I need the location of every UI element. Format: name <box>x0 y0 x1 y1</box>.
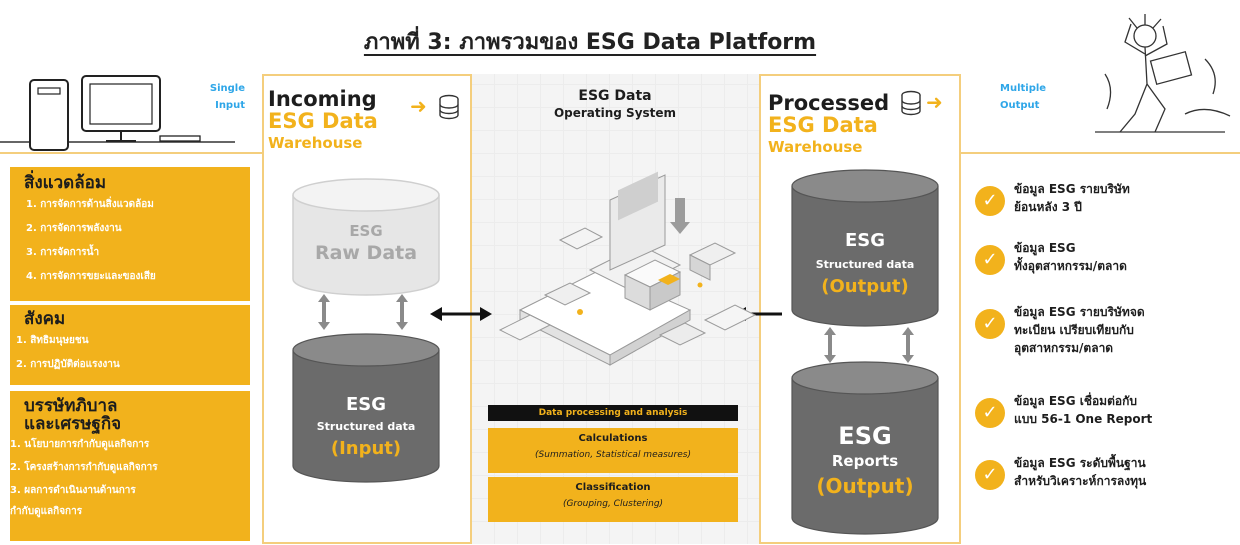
environment-item-3: 3. การจัดการน้ำ <box>26 247 100 258</box>
social-heading: สังคม <box>24 309 66 329</box>
calculations-block: Calculations (Summation, Statistical mea… <box>488 428 738 473</box>
output-item-3-line-3: อุตสาหกรรม/ตลาด <box>1014 341 1114 355</box>
reports-output: (Output) <box>816 474 914 498</box>
environment-heading: สิ่งแวดล้อม <box>24 173 107 193</box>
reports-esg: ESG <box>838 422 892 450</box>
governance-item-4: กำกับดูแลกิจการ <box>10 506 83 517</box>
arrow-right-icon: ➜ <box>410 94 427 118</box>
output-item-5-line-1: ข้อมูล ESG ระดับพื้นฐาน <box>1014 456 1146 470</box>
page-title: ภาพที่ 3: ภาพรวมของ ESG Data Platform <box>363 30 817 55</box>
calculations-subtitle: (Summation, Statistical measures) <box>535 450 691 460</box>
incoming-warehouse-label: Warehouse <box>268 134 363 152</box>
governance-item-3: 3. ผลการดำเนินงานด้านการ <box>10 485 136 496</box>
governance-item-2: 2. โครงสร้างการกำกับดูแลกิจการ <box>10 462 158 473</box>
governance-heading-2: และเศรษฐกิจ <box>24 414 122 434</box>
single-label: Single <box>209 83 245 94</box>
bidirectional-arrows-icon <box>318 294 408 330</box>
raw-data-cylinder: ESG Raw Data <box>291 178 441 296</box>
checkmark-icon: ✓ <box>975 460 1005 490</box>
output-item-2: ✓ ข้อมูล ESG ทั้งอุตสาหกรรม/ตลาด <box>975 237 1235 285</box>
input-cylinder-esg: ESG <box>345 394 387 415</box>
output-structured-output: (Output) <box>821 276 909 297</box>
classification-block: Classification (Grouping, Clustering) <box>488 477 738 522</box>
output-item-5-line-2: สำหรับวิเคราะห์การลงทุน <box>1014 474 1147 488</box>
processing-header: Data processing and analysis <box>488 405 738 421</box>
output-item-2-line-2: ทั้งอุตสาหกรรม/ตลาด <box>1014 259 1127 273</box>
reports-label: Reports <box>831 452 899 470</box>
governance-heading-1: บรรษัทภิบาล <box>24 396 118 416</box>
environment-category: สิ่งแวดล้อม 1. การจัดการด้านสิ่งแวดล้อม … <box>10 167 250 301</box>
output-item-4: ✓ ข้อมูล ESG เชื่อมต่อกับ แบบ 56-1 One R… <box>975 390 1235 438</box>
os-title-line2: Operating System <box>553 106 677 120</box>
raw-data-label-2: Raw Data <box>314 242 418 264</box>
output-structured-esg: ESG <box>844 230 886 251</box>
multiple-label: Multiple <box>1000 83 1047 94</box>
output-item-1: ✓ ข้อมูล ESG รายบริษัท ย้อนหลัง 3 ปี <box>975 178 1235 226</box>
processed-esg-data: ESG Data <box>768 113 878 137</box>
checkmark-icon: ✓ <box>975 245 1005 275</box>
input-cylinder-structured: Structured data <box>316 420 416 433</box>
arrow-right-icon: ➜ <box>926 90 943 114</box>
output-item-3-line-2: ทะเบียน เปรียบเทียบกับ <box>1014 323 1134 337</box>
raw-data-label-1: ESG <box>349 222 383 240</box>
classification-subtitle: (Grouping, Clustering) <box>562 499 664 509</box>
checkmark-icon: ✓ <box>975 398 1005 428</box>
computer-icon <box>0 75 235 151</box>
reports-cylinder: ESG Reports (Output) <box>790 360 940 536</box>
output-item-3-line-1: ข้อมูล ESG รายบริษัทจด <box>1014 305 1145 319</box>
environment-item-1: 1. การจัดการด้านสิ่งแวดล้อม <box>26 199 154 210</box>
output-item-2-line-1: ข้อมูล ESG <box>1014 241 1076 255</box>
calculations-title: Calculations <box>578 433 648 444</box>
database-icon <box>439 94 459 120</box>
input-cylinder-input: (Input) <box>330 438 402 459</box>
checkmark-icon: ✓ <box>975 309 1005 339</box>
output-item-4-line-2: แบบ 56-1 One Report <box>1014 412 1153 426</box>
classification-title: Classification <box>575 482 651 493</box>
checkmark-icon: ✓ <box>975 186 1005 216</box>
output-item-1-line-2: ย้อนหลัง 3 ปี <box>1014 200 1082 214</box>
output-item-1-line-1: ข้อมูล ESG รายบริษัท <box>1014 182 1130 196</box>
governance-category: บรรษัทภิบาล และเศรษฐกิจ 1. นโยบายการกำกั… <box>10 391 250 541</box>
input-structured-data-cylinder: ESG Structured data (Input) <box>291 332 441 484</box>
governance-item-1: 1. นโยบายการกำกับดูแลกิจการ <box>10 439 150 450</box>
output-label: Output <box>1000 100 1040 111</box>
os-title-line1: ESG Data <box>578 88 652 104</box>
input-label: Input <box>215 100 245 111</box>
social-item-1: 1. สิทธิมนุษยชน <box>16 335 89 346</box>
output-item-3: ✓ ข้อมูล ESG รายบริษัทจด ทะเบียน เปรียบเ… <box>975 301 1235 355</box>
output-item-5: ✓ ข้อมูล ESG ระดับพื้นฐาน สำหรับวิเคราะห… <box>975 452 1235 500</box>
social-item-2: 2. การปฏิบัติต่อแรงงาน <box>16 359 120 370</box>
isometric-platform-illustration <box>498 171 757 366</box>
processed-warehouse-label: Warehouse <box>768 138 863 156</box>
output-item-4-line-1: ข้อมูล ESG เชื่อมต่อกับ <box>1014 394 1137 408</box>
processed-heading: Processed <box>768 91 890 115</box>
environment-item-2: 2. การจัดการพลังงาน <box>26 223 122 234</box>
social-category: สังคม 1. สิทธิมนุษยชน 2. การปฏิบัติต่อแร… <box>10 305 250 385</box>
output-structured-label: Structured data <box>815 258 915 271</box>
incoming-esg-data: ESG Data <box>268 109 378 133</box>
bidirectional-arrows-icon <box>824 327 914 363</box>
database-icon <box>901 90 921 116</box>
stressed-person-icon <box>1095 14 1231 133</box>
incoming-heading: Incoming <box>268 87 377 111</box>
incoming-to-os-arrow <box>430 307 492 321</box>
output-structured-data-cylinder: ESG Structured data (Output) <box>790 168 940 328</box>
environment-item-4: 4. การจัดการขยะและของเสีย <box>26 271 156 282</box>
